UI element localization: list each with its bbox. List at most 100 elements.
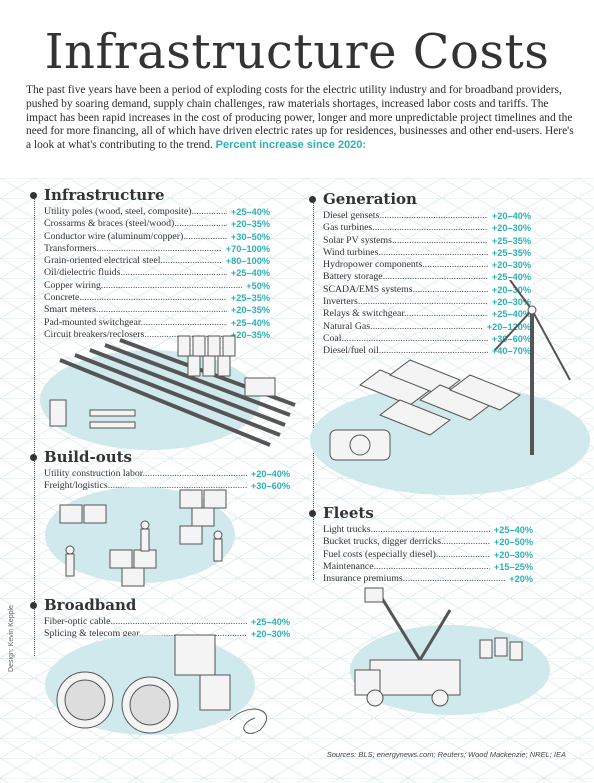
fleets-item: Insurance premiums+20% [323,573,533,586]
infrastructure-item: Copper wiring+50% [44,279,270,293]
generation-item-label: Diesel/fuel oil [323,345,488,357]
fleets-list: Light trucks+25–40%Bucket trucks, digger… [309,524,533,586]
broadband-section: Broadband Fiber-optic cable+25–40%Splici… [30,596,290,641]
infrastructure-item: Crossarms & braces (steel/wood)+20–35% [44,218,270,231]
generation-item-label: Relays & switchgear [323,308,488,320]
buildouts-item-percent: +20–40% [246,468,290,481]
fleets-illustration [350,587,550,715]
generation-item-percent: +20–40% [487,210,531,223]
generation-item: Relays & switchgear+25–40% [323,308,531,321]
infrastructure-item-label: Transformers [44,243,222,255]
generation-list: Diesel gensets+20–40%Gas turbines+20–30%… [309,210,531,358]
buildouts-item: Utility construction labor+20–40% [44,468,290,481]
generation-item-label: Solar PV systems [323,235,488,247]
broadband-heading: Broadband [30,596,290,614]
fleets-item-label: Bucket trucks, digger derricks [323,536,490,548]
infrastructure-item-percent: +25–40% [226,267,270,280]
infrastructure-item: Smart meters+20–35% [44,304,270,317]
generation-item: Wind turbines+25–35% [323,246,531,260]
generation-item-percent: +20–30% [487,296,531,309]
generation-item: Inverters+20–30% [323,296,531,309]
infrastructure-item: Grain-oriented electrical steel+80–100% [44,255,270,268]
infrastructure-item-percent: +70–100% [221,242,270,256]
generation-item: Diesel/fuel oil+40–70% [323,345,531,358]
infrastructure-item-percent: +25–40% [226,316,270,329]
broadband-item: Fiber-optic cable+25–40% [44,616,290,629]
generation-heading: Generation [309,190,571,208]
generation-item-label: Coal [323,333,488,345]
generation-item: Solar PV systems+25–35% [323,234,531,247]
infrastructure-item-percent: +25–35% [226,292,270,305]
generation-item-percent: +20–30% [487,259,531,272]
infrastructure-item-label: Oil/dielectric fluids [44,267,227,279]
fleets-section: Fleets Light trucks+25–40%Bucket trucks,… [309,504,571,586]
buildouts-heading: Build-outs [30,448,290,466]
infrastructure-item: Oil/dielectric fluids+25–40% [44,267,270,280]
infrastructure-list: Utility poles (wood, steel, composite)+2… [30,206,270,342]
fleets-item-label: Light trucks [323,524,490,536]
fleets-item-percent: +25–40% [489,524,533,537]
broadband-illustration [45,634,267,735]
infrastructure-item-label: Crossarms & braces (steel/wood) [44,218,227,230]
generation-item-label: Hydropower components [323,259,488,271]
generation-item-label: Diesel gensets [323,210,488,222]
buildouts-item-percent: +30–60% [246,480,290,493]
infrastructure-section: Infrastructure Utility poles (wood, stee… [30,186,270,342]
broadband-item-percent: +25–40% [246,616,290,629]
fleets-item-percent: +20–30% [489,548,533,561]
infrastructure-item-label: Utility poles (wood, steel, composite) [44,206,227,218]
infrastructure-item-percent: +50% [242,279,270,293]
generation-item-label: Inverters [323,296,488,308]
fleets-item-label: Insurance premiums [323,573,505,585]
design-credit: Design: Kevin Kepple [8,605,15,672]
right-timeline [313,200,314,580]
infrastructure-item: Circuit breakers/reclosers+20–35% [44,328,270,342]
buildouts-list: Utility construction labor+20–40%Freight… [30,468,290,493]
left-timeline [34,196,35,656]
page-title: Infrastructure Costs [44,24,550,80]
infrastructure-item-label: Circuit breakers/reclosers [44,329,227,341]
sources-note: Sources: BLS; energynews.com; Reuters; W… [326,750,566,759]
broadband-item-percent: +20–30% [246,628,290,641]
buildouts-item: Freight/logistics+30–60% [44,480,290,493]
infrastructure-item-percent: +30–50% [226,230,270,243]
generation-item-percent: +30–60% [487,332,531,346]
infrastructure-item-percent: +20–35% [226,218,270,231]
infrastructure-item-percent: +20–35% [226,328,270,342]
generation-item: Gas turbines+20–30% [323,222,531,235]
infrastructure-item-label: Copper wiring [44,280,242,292]
buildouts-illustration [45,487,235,587]
fleets-item: Light trucks+25–40% [323,524,533,537]
infrastructure-item-percent: +25–40% [226,206,270,219]
infrastructure-item-percent: +20–35% [226,304,270,317]
generation-item-percent: +20–30% [487,222,531,235]
infrastructure-item-label: Concrete [44,292,227,304]
generation-item-label: Natural Gas [323,321,483,333]
fleets-item: Maintenance+15–25% [323,560,533,574]
generation-item-percent: +25–40% [487,308,531,321]
broadband-list: Fiber-optic cable+25–40%Splicing & telec… [30,616,290,641]
fleets-item: Fuel costs (especially diesel)+20–30% [323,548,533,561]
generation-item: Coal+30–60% [323,332,531,346]
infrastructure-item: Transformers+70–100% [44,242,270,256]
generation-item-label: Gas turbines [323,222,488,234]
broadband-item: Splicing & telecom gear+20–30% [44,628,290,641]
fleets-item-label: Fuel costs (especially diesel) [323,549,490,561]
infrastructure-item-label: Conductor wire (aluminum/copper) [44,231,227,243]
generation-item-label: Battery storage [323,271,488,283]
broadband-item-label: Splicing & telecom gear [44,628,247,640]
broadband-item-label: Fiber-optic cable [44,616,247,628]
generation-illustration [310,280,590,495]
fleets-item-percent: +20% [505,573,533,586]
generation-item-label: SCADA/EMS systems [323,284,488,296]
infrastructure-item-label: Smart meters [44,304,227,316]
fleets-item-percent: +20–50% [489,536,533,549]
infrastructure-item-label: Pad-mounted switchgear [44,317,227,329]
buildouts-item-label: Freight/logistics [44,480,247,492]
infrastructure-item: Concrete+25–35% [44,292,270,305]
fleets-item-label: Maintenance [323,561,490,573]
fleets-item: Bucket trucks, digger derricks+20–50% [323,536,533,549]
generation-item-label: Wind turbines [323,247,488,259]
fleets-heading: Fleets [309,504,571,522]
buildouts-item-label: Utility construction labor [44,468,247,480]
